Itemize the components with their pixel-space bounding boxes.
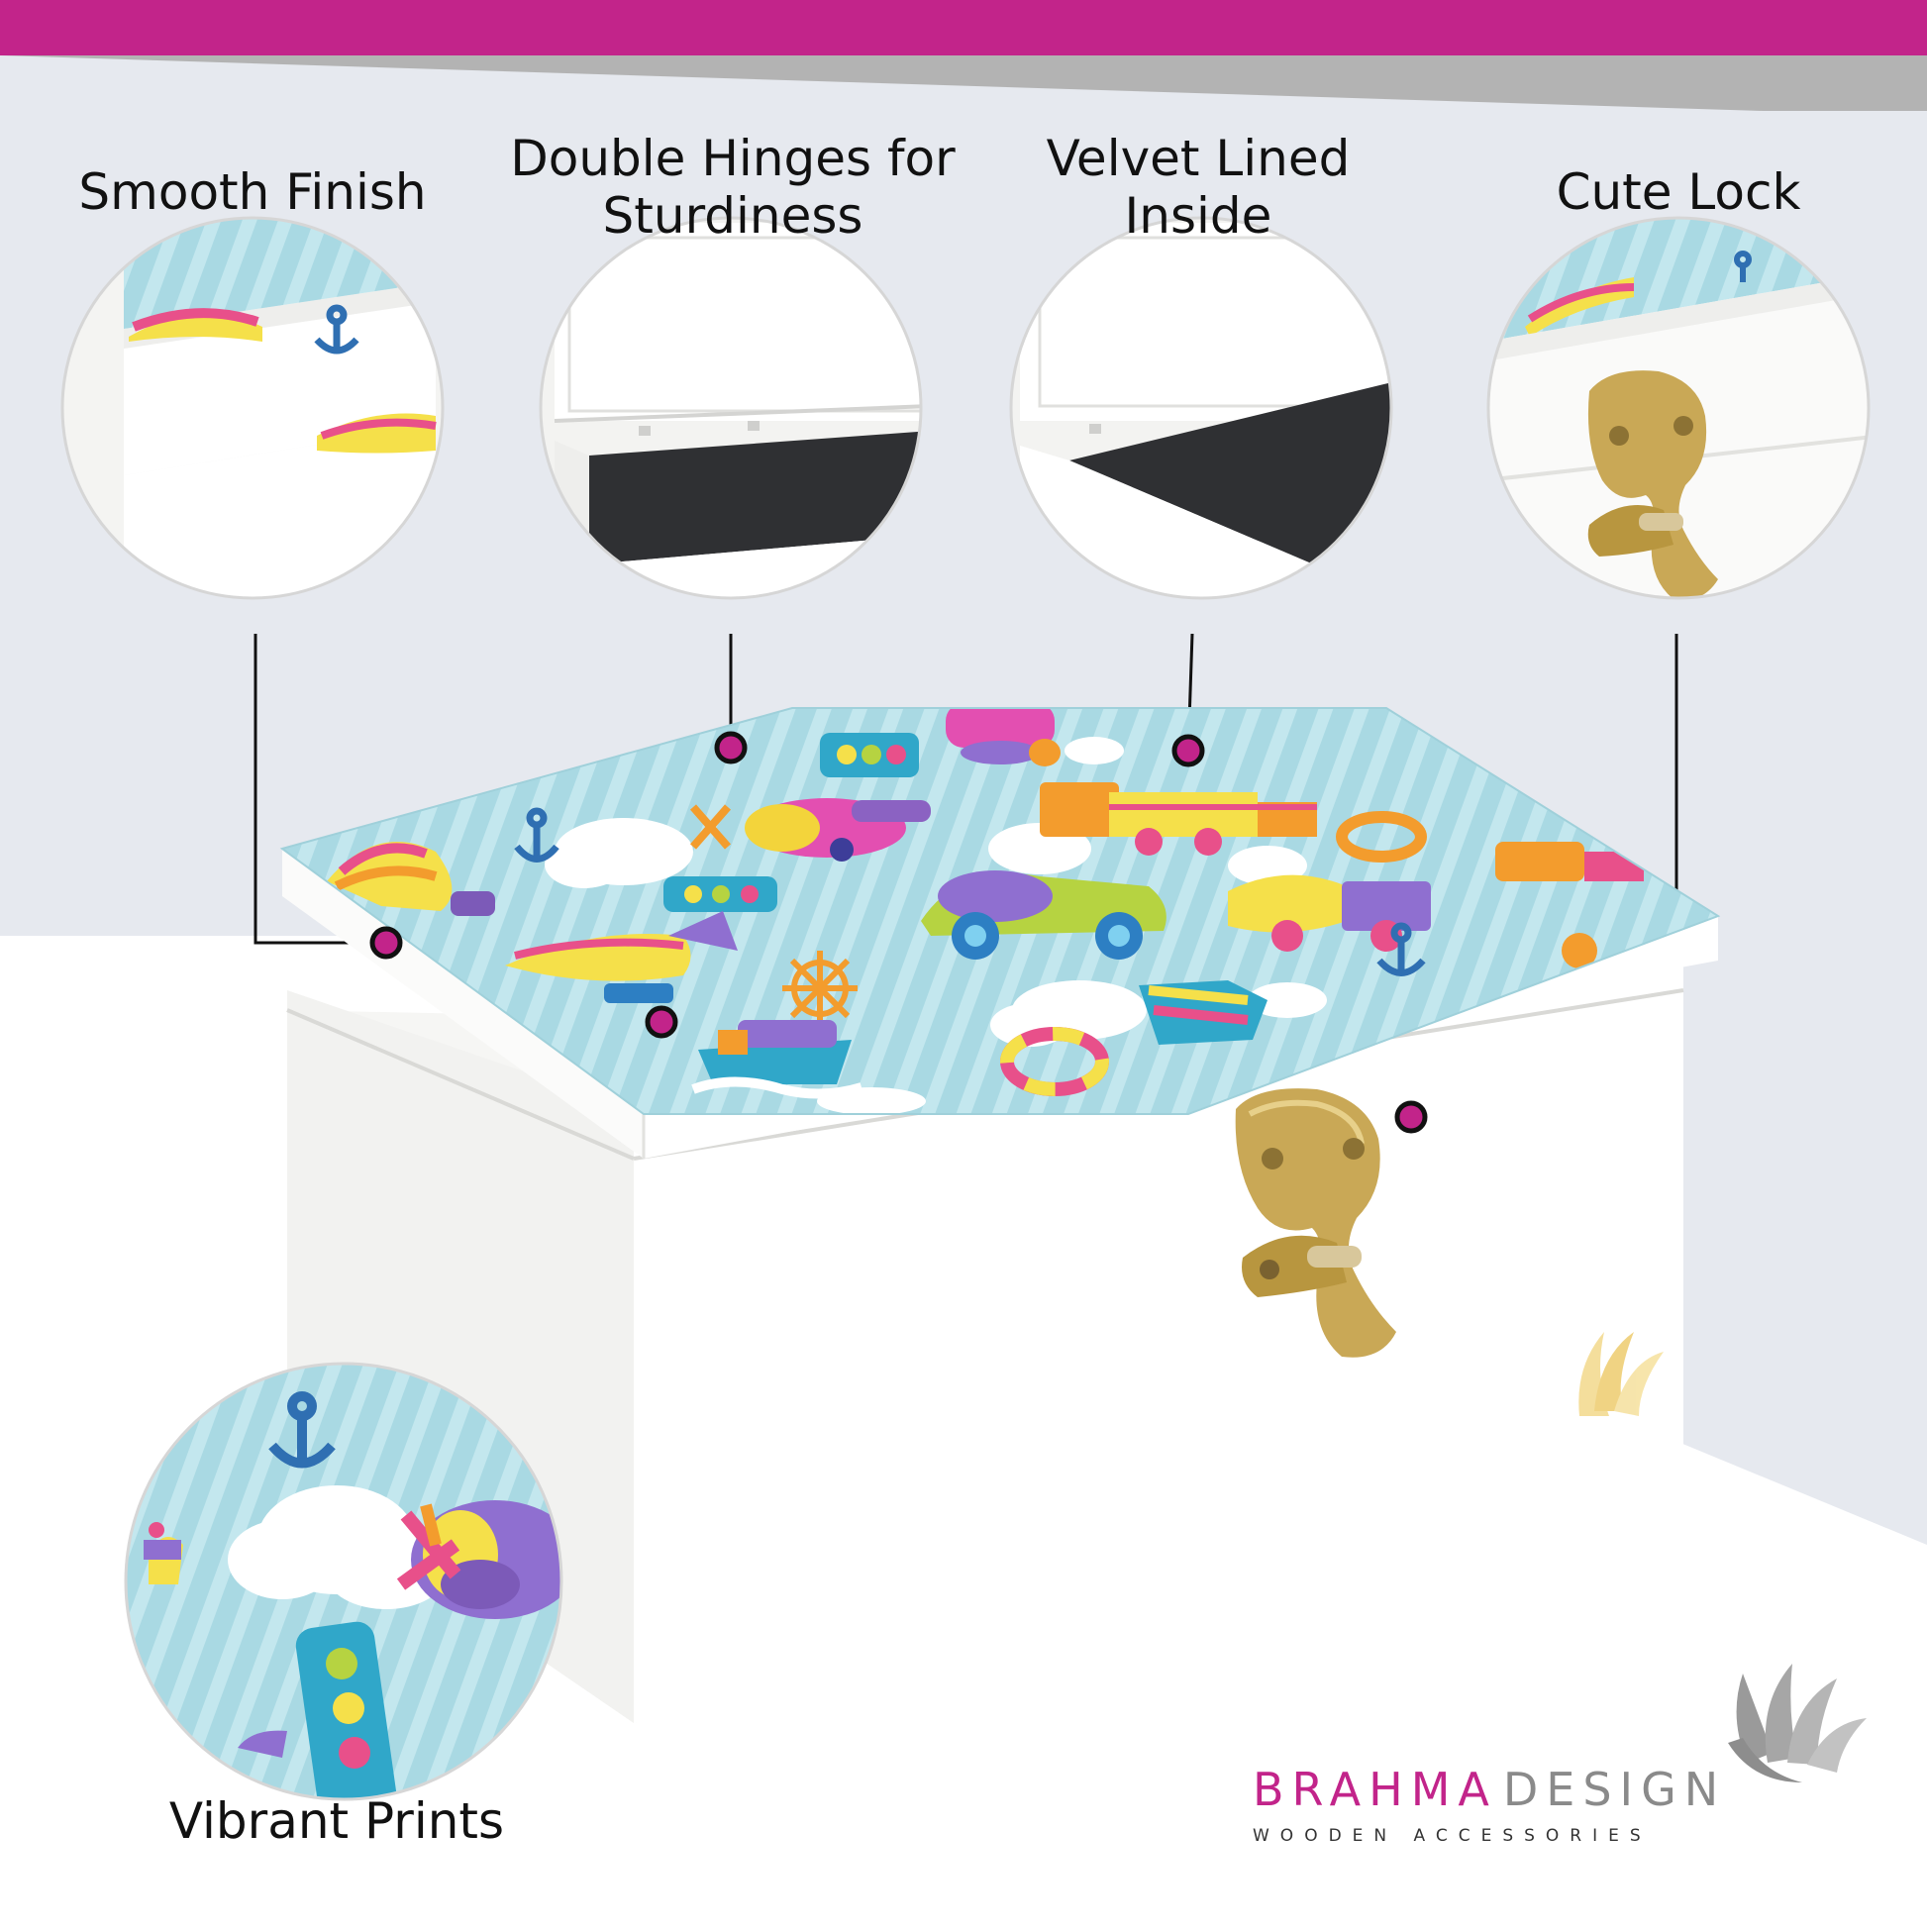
product-box bbox=[279, 707, 1721, 1723]
lid-side-edge bbox=[282, 849, 644, 1159]
brand-leaf-logo bbox=[1728, 1664, 1867, 1782]
zoom-vibrant-prints bbox=[124, 1362, 563, 1801]
traffic-light-icon bbox=[295, 1621, 398, 1799]
car-icon bbox=[921, 870, 1166, 960]
zoom-cute-lock bbox=[1486, 216, 1871, 600]
airplane-icon bbox=[689, 798, 931, 862]
ship-icon bbox=[691, 1020, 863, 1099]
anchor-icon bbox=[514, 807, 559, 863]
label-double-hinges: Double Hinges for Sturdiness bbox=[505, 130, 961, 245]
airplane-icon bbox=[396, 1500, 561, 1619]
label-vibrant-prints: Vibrant Prints bbox=[168, 1792, 505, 1850]
zoom-smooth-finish bbox=[60, 216, 445, 600]
life-ring-icon bbox=[1000, 811, 1427, 1096]
label-cute-lock: Cute Lock bbox=[1556, 163, 1801, 221]
ship-wheel-icon bbox=[782, 951, 858, 1026]
label-velvet-lined-line1: Velvet Lined bbox=[1046, 130, 1351, 187]
callout-dots bbox=[369, 731, 1428, 1134]
box-leaf-logo bbox=[1578, 1332, 1664, 1416]
label-velvet-lined: Velvet Lined Inside bbox=[1020, 130, 1376, 245]
rocket-icon bbox=[946, 708, 1061, 766]
printed-lid bbox=[279, 707, 1721, 1115]
label-double-hinges-line1: Double Hinges for bbox=[510, 130, 956, 187]
brand-tagline: WOODEN ACCESSORIES bbox=[1253, 1826, 1652, 1846]
sailboat-icon bbox=[1139, 980, 1268, 1045]
traffic-light-icon bbox=[663, 733, 919, 912]
train-icon bbox=[1040, 782, 1317, 856]
box-front bbox=[634, 936, 1683, 1723]
brass-latch-icon bbox=[1235, 1088, 1396, 1358]
brand-name-part2: DESIGN bbox=[1502, 1763, 1727, 1816]
label-smooth-finish: Smooth Finish bbox=[78, 163, 427, 221]
blimp-icon bbox=[505, 911, 738, 1003]
brand-name-part1: BRAHMA bbox=[1253, 1763, 1497, 1816]
top-banner bbox=[0, 0, 1927, 55]
gray-banner bbox=[0, 55, 1927, 111]
label-velvet-lined-line2: Inside bbox=[1124, 187, 1272, 245]
label-double-hinges-line2: Sturdiness bbox=[602, 187, 863, 245]
truck-icon bbox=[1228, 874, 1431, 952]
